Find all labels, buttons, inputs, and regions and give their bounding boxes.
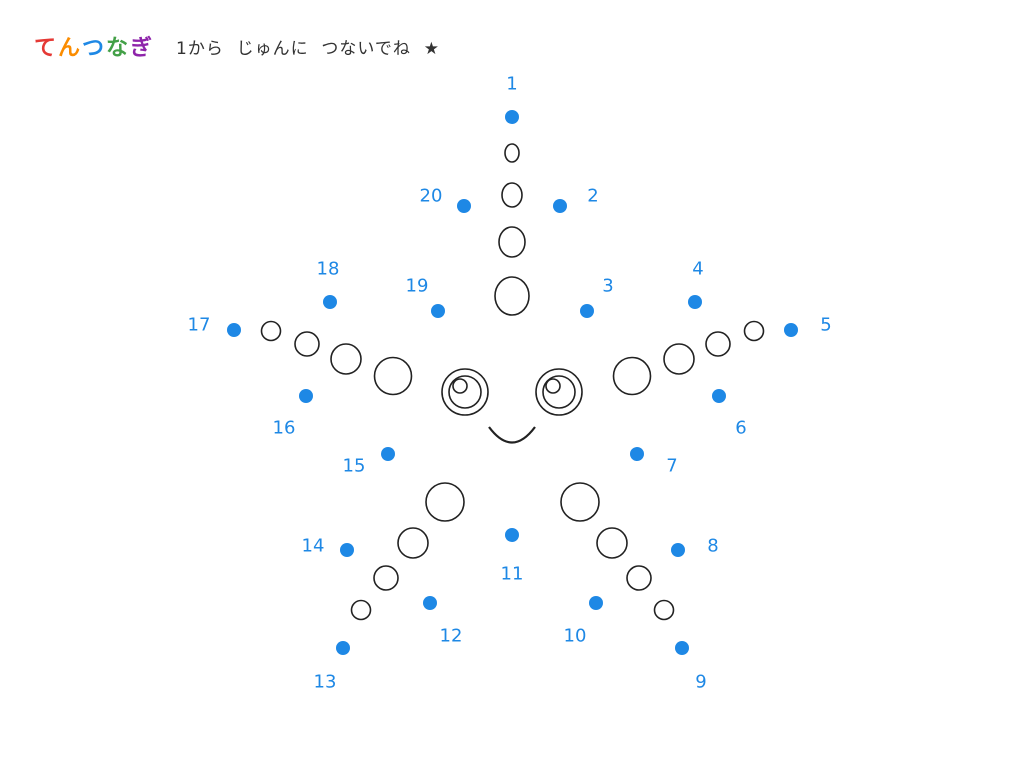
arm-bump [397, 527, 429, 559]
dot-number-label: 14 [302, 536, 325, 557]
dot-1[interactable]: 1 [505, 74, 519, 125]
dot-marker[interactable] [580, 304, 594, 318]
dot-marker[interactable] [630, 447, 644, 461]
dot-number-label: 3 [602, 276, 613, 297]
dot-number-label: 20 [420, 186, 443, 207]
dot-number-label: 15 [343, 456, 366, 477]
tentsunagi-logo: てんつなぎ [34, 35, 153, 62]
dot-number-label: 17 [188, 315, 211, 336]
dot-3[interactable]: 3 [580, 276, 614, 319]
dot-number-label: 8 [707, 536, 718, 557]
dot-marker[interactable] [553, 199, 567, 213]
dot-4[interactable]: 4 [688, 259, 704, 310]
dot-number-label: 18 [317, 259, 340, 280]
arm-bump [350, 599, 372, 621]
dot-12[interactable]: 12 [423, 596, 462, 647]
dot-number-label: 5 [820, 315, 831, 336]
arm-bump [743, 320, 765, 342]
dot-16[interactable]: 16 [273, 389, 313, 439]
arm-bump [504, 143, 520, 163]
dot-7[interactable]: 7 [630, 447, 678, 477]
dot-marker[interactable] [336, 641, 350, 655]
dot-number-label: 11 [501, 564, 524, 585]
dot-number-label: 12 [440, 626, 463, 647]
dot-9[interactable]: 9 [675, 641, 707, 693]
dot-marker[interactable] [675, 641, 689, 655]
dot-marker[interactable] [505, 528, 519, 542]
arm-bump [498, 226, 526, 258]
dot-number-label: 16 [273, 418, 296, 439]
dot-number-label: 9 [695, 672, 706, 693]
arm-bump [330, 343, 362, 375]
dot-number-label: 19 [406, 276, 429, 297]
dot-marker[interactable] [381, 447, 395, 461]
arm-bump [373, 565, 399, 591]
dot-number-label: 7 [666, 456, 677, 477]
logo-letter: ぎ [130, 35, 152, 61]
arm-bump [705, 331, 731, 357]
arm-bump [653, 599, 675, 621]
dot-marker[interactable] [671, 543, 685, 557]
dot-marker[interactable] [688, 295, 702, 309]
dot-18[interactable]: 18 [317, 259, 340, 310]
logo-letter: て [34, 36, 56, 61]
dot-marker[interactable] [505, 110, 519, 124]
arm-bump [663, 343, 695, 375]
header: てんつなぎ 1から じゅんに つないでね ★ [30, 30, 440, 62]
dot-number-label: 13 [314, 672, 337, 693]
dot-10[interactable]: 10 [564, 596, 603, 647]
dot-marker[interactable] [784, 323, 798, 337]
dot-5[interactable]: 5 [784, 315, 832, 338]
dot-15[interactable]: 15 [343, 447, 395, 477]
arm-bump [494, 276, 530, 316]
dot-marker[interactable] [323, 295, 337, 309]
left-eye [441, 368, 489, 416]
dot-17[interactable]: 17 [188, 315, 241, 338]
dot-number-label: 2 [587, 186, 598, 207]
dot-11[interactable]: 11 [501, 528, 524, 585]
dot-6[interactable]: 6 [712, 389, 747, 439]
logo-letter: つ [82, 36, 104, 61]
starfish-outline [260, 143, 765, 621]
dot-marker[interactable] [340, 543, 354, 557]
arm-bump [626, 565, 652, 591]
dot-2[interactable]: 2 [553, 186, 599, 214]
starfish-face [441, 368, 583, 444]
dot-marker[interactable] [299, 389, 313, 403]
logo-letter: な [106, 36, 128, 61]
arm-bump [260, 320, 282, 342]
dot-number-label: 10 [564, 626, 587, 647]
dot-marker[interactable] [227, 323, 241, 337]
arm-bump [596, 527, 628, 559]
dot-marker[interactable] [457, 199, 471, 213]
arm-bump [373, 356, 413, 396]
arm-bump [294, 331, 320, 357]
dot-marker[interactable] [423, 596, 437, 610]
smile-mouth [488, 426, 536, 444]
dot-number-label: 1 [506, 74, 517, 95]
arm-bump [425, 482, 465, 522]
arm-bump [560, 482, 600, 522]
dot-8[interactable]: 8 [671, 536, 719, 558]
dot-number-label: 4 [692, 259, 703, 280]
dot-number-label: 6 [735, 418, 746, 439]
dot-19[interactable]: 19 [406, 276, 445, 319]
dot-14[interactable]: 14 [302, 536, 354, 558]
arm-bump [501, 182, 523, 208]
logo-letter: ん [58, 36, 80, 61]
dot-marker[interactable] [431, 304, 445, 318]
instruction-text: 1から じゅんに つないでね ★ [176, 38, 440, 59]
arm-bump [612, 356, 652, 396]
dot-20[interactable]: 20 [420, 186, 471, 214]
dot-13[interactable]: 13 [314, 641, 350, 693]
dot-marker[interactable] [712, 389, 726, 403]
logo-letters: てんつなぎ [34, 35, 153, 62]
right-eye [535, 368, 583, 416]
dot-marker[interactable] [589, 596, 603, 610]
